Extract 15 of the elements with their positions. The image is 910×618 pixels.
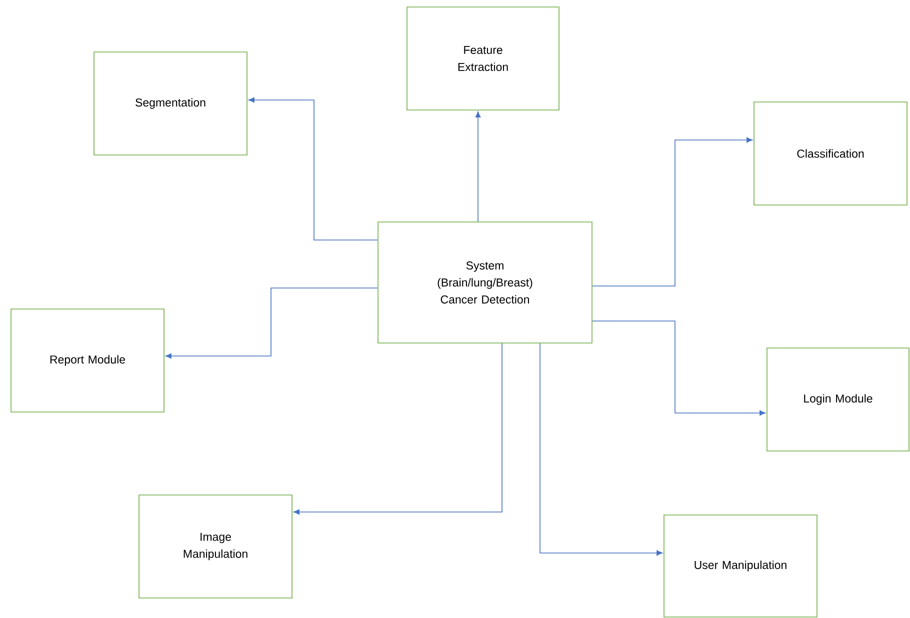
arrow <box>540 343 663 556</box>
module-box: Feature Extraction <box>406 6 560 110</box>
module-box: Login Module <box>766 348 910 452</box>
arrow <box>592 320 766 416</box>
module-box: System (Brain/lung/Breast) Cancer Detection <box>378 222 592 344</box>
module-box: User Manipulation <box>664 514 818 618</box>
arrow <box>293 343 502 515</box>
module-box: Report Module <box>10 308 164 412</box>
arrow <box>475 111 481 222</box>
module-box: Image Manipulation <box>138 494 292 598</box>
arrow <box>165 288 378 359</box>
module-box: Segmentation <box>94 52 248 156</box>
module-box: Classification <box>754 102 908 206</box>
arrow <box>592 137 753 286</box>
arrow <box>248 97 378 240</box>
